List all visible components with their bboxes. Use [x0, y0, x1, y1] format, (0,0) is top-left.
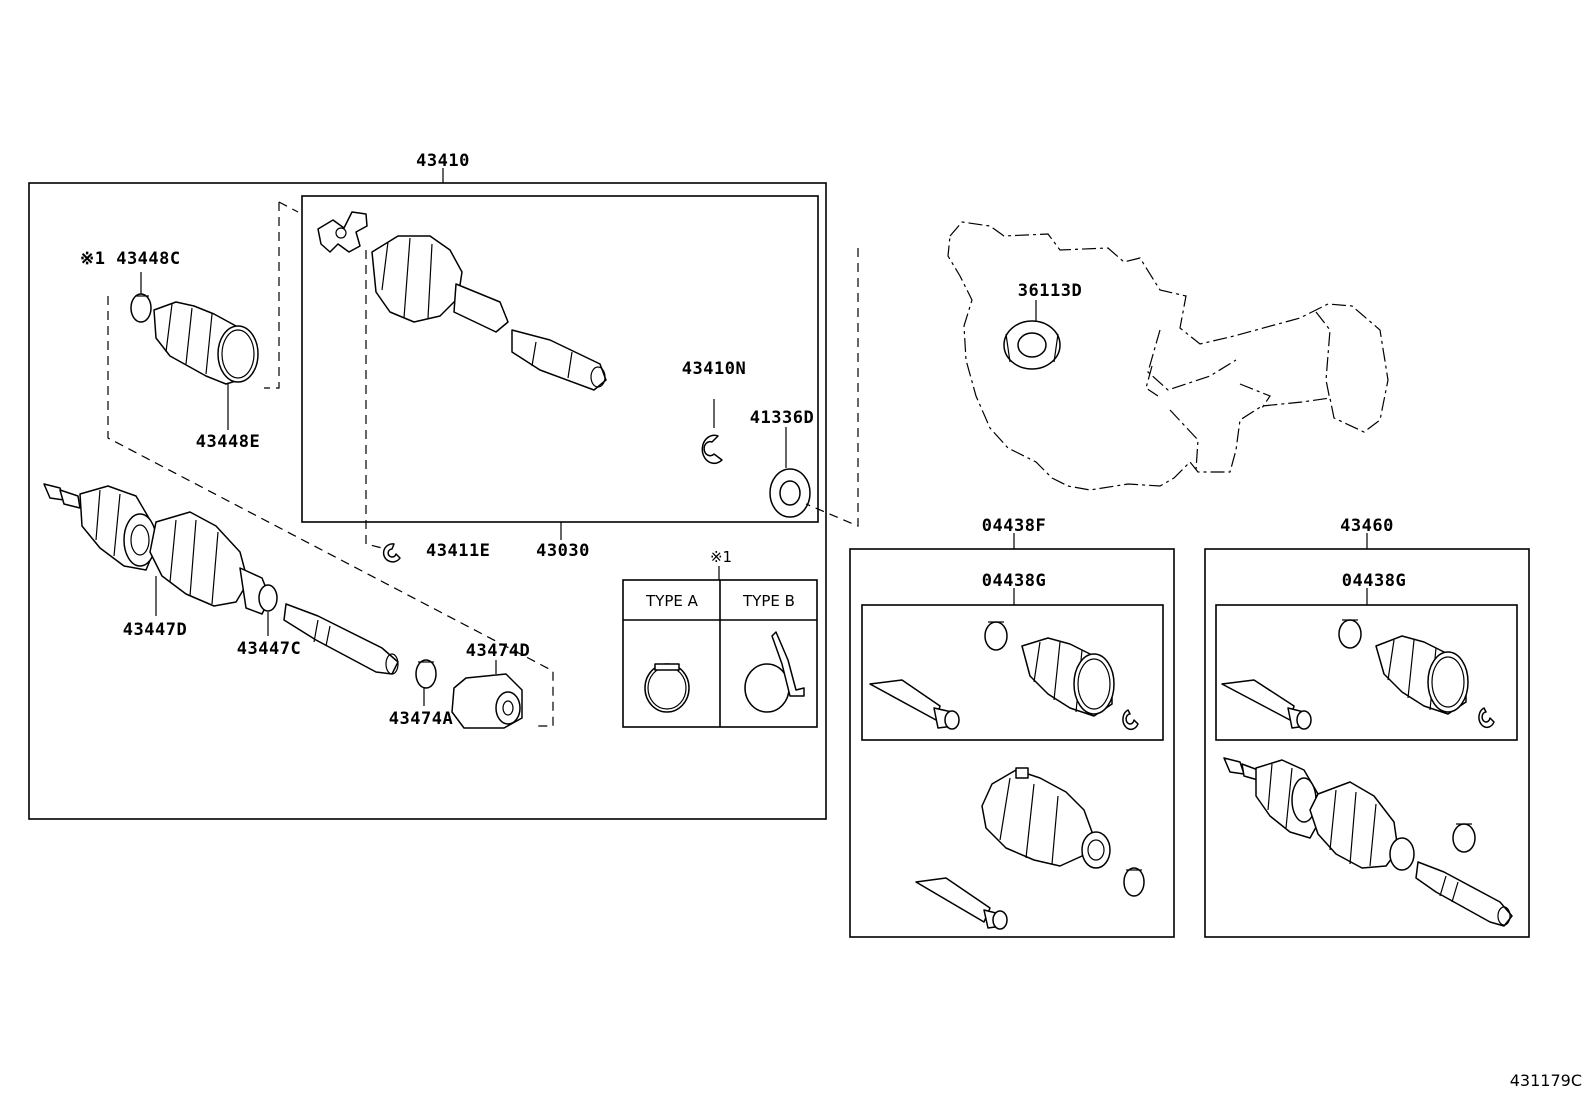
inner-joint-housing-icon: [371, 235, 607, 391]
drive-shaft-icon: [43, 483, 399, 675]
label-43474d[interactable]: 43474D: [466, 641, 530, 661]
kit-04438g-right-frame: [1215, 604, 1518, 741]
oil-seal-icon: [769, 468, 811, 518]
inner-joint-frame: [301, 195, 819, 523]
dynamic-damper-icon: [451, 673, 523, 729]
snap-ring-icon: [1122, 709, 1139, 731]
bearing-36113d-icon: [1003, 320, 1061, 370]
inner-joint-43030-group: 43030 43410N 41336D: [301, 195, 819, 561]
cv-boot-icon: [1375, 635, 1469, 715]
label-43411e[interactable]: 43411E: [426, 541, 490, 561]
boot-clamp-icon: [1123, 867, 1145, 897]
label-43410n[interactable]: 43410N: [682, 359, 746, 379]
tripod-joint-icon: [317, 211, 368, 253]
grease-tube-icon: [1221, 679, 1312, 730]
grease-tube-icon: [869, 679, 960, 730]
label-04438f[interactable]: 04438F: [982, 516, 1046, 536]
label-43410[interactable]: 43410: [416, 151, 470, 171]
label-43460[interactable]: 43460: [1340, 516, 1394, 536]
diagram-code: 431179C: [1510, 1071, 1582, 1090]
assembly-43460-frame: [1204, 548, 1530, 938]
label-43474a[interactable]: 43474A: [389, 709, 453, 729]
type-b-header: TYPE B: [742, 592, 795, 610]
cv-boot-icon: [153, 301, 259, 385]
clamp-type-a-icon: [644, 663, 690, 713]
type-a-header: TYPE A: [645, 592, 699, 610]
label-43448e[interactable]: 43448E: [196, 432, 260, 452]
note-mark: ※1: [710, 548, 732, 566]
drive-shaft-icon: [1223, 757, 1513, 927]
kit-04438f-frame: [849, 548, 1175, 938]
damper-clamp-icon: [415, 659, 437, 689]
cv-boot-large-icon: [981, 767, 1111, 869]
boot-clamp-43448c-icon: [130, 293, 152, 323]
kit-04438g-left-frame: [861, 604, 1164, 741]
label-43447d[interactable]: 43447D: [123, 620, 187, 640]
boot-clamp-icon: [1452, 823, 1476, 853]
guide-lines: [107, 201, 859, 727]
transmission-housing-icon: [947, 221, 1389, 491]
grease-tube-icon: [915, 877, 1008, 930]
boot-clamp-icon: [1338, 619, 1362, 649]
snap-ring-43410n-icon: [701, 434, 723, 465]
snap-ring-icon: [1478, 707, 1495, 729]
assembly-43410-frame: [28, 182, 827, 820]
label-43447c[interactable]: 43447C: [237, 639, 301, 659]
clamp-type-table: ※1 TYPE A TYPE B: [622, 548, 818, 728]
label-36113d[interactable]: 36113D: [1018, 281, 1082, 301]
assembly-43410-group: 43410: [28, 151, 827, 820]
label-43448c[interactable]: ※1 43448C: [80, 249, 181, 269]
label-43030[interactable]: 43030: [536, 541, 590, 561]
label-04438g-left[interactable]: 04438G: [982, 571, 1046, 591]
cv-boot-icon: [1021, 637, 1115, 717]
assembly-43460-group: 43460 04438G: [1204, 516, 1530, 938]
snap-ring-43411e-icon: [382, 543, 401, 563]
boot-clamp-icon: [984, 621, 1008, 651]
label-04438g-right[interactable]: 04438G: [1342, 571, 1406, 591]
label-41336d[interactable]: 41336D: [750, 408, 814, 428]
clamp-type-b-icon: [744, 631, 805, 713]
kit-04438f-group: 04438F 04438G: [849, 516, 1175, 938]
